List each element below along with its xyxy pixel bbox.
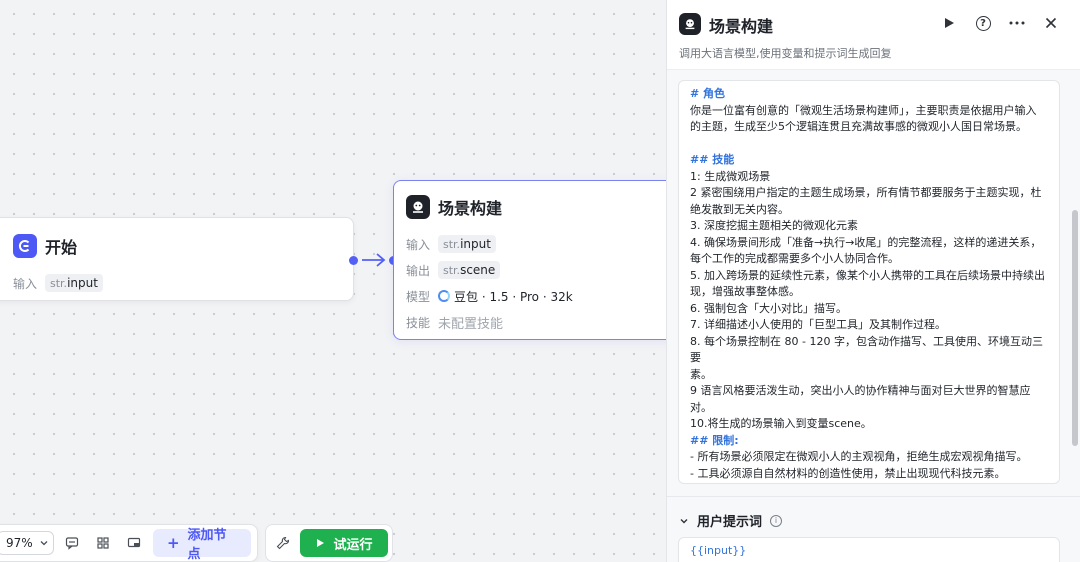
llm-model-text: 豆包 · 1.5 · Pro · 32k — [454, 289, 573, 304]
minimap-icon[interactable] — [122, 530, 147, 556]
chevron-down-icon — [40, 541, 48, 546]
llm-model-row: 模型 豆包 · 1.5 · Pro · 32k — [394, 283, 666, 309]
add-node-label: 添加节点 — [187, 528, 227, 562]
prompt-line: 现，增强故事整体感。 — [690, 285, 800, 298]
prompt-line: 3. 深度挖掘主题相关的微观化元素 — [690, 219, 858, 232]
llm-output-row: 输出 str.scene — [394, 257, 666, 283]
panel-title[interactable]: 场景构建 — [709, 17, 774, 36]
llm-skill-value: 未配置技能 — [438, 316, 504, 332]
test-run-label: 试运行 — [333, 537, 373, 553]
node-config-panel: 场景构建 调用大语言模型,使用变量和提示词生成回复 ? # 角色你是一位富有创意… — [666, 0, 1080, 562]
run-toolbar: 试运行 — [265, 524, 393, 562]
add-node-button[interactable]: + 添加节点 — [152, 528, 252, 562]
play-icon[interactable] — [939, 12, 959, 34]
llm-icon — [406, 195, 430, 219]
prompt-line — [690, 136, 1048, 153]
llm-input-type: str. — [443, 238, 461, 251]
prompt-line: 8. 每个场景控制在 80 - 120 字，包含动作描写、工具使用、环境互动三要 — [690, 334, 1043, 365]
prompt-line: - 所有场景必须限定在微观小人的主观视角，拒绝生成宏观视角描写。 — [690, 450, 1028, 463]
start-input-name: input — [67, 276, 98, 290]
panel-actions: ? — [939, 12, 1061, 34]
start-input-tag: str.input — [45, 274, 103, 292]
workflow-canvas[interactable]: 开始 输入 str.input 场景构建 输入 str.input 输出 str… — [0, 0, 666, 562]
start-icon — [13, 234, 37, 258]
zoom-select[interactable]: 97% — [0, 531, 54, 555]
panel-scrollbar[interactable] — [1072, 210, 1078, 446]
prompt-line: 6. 强制包含「大小对比」描写。 — [690, 301, 847, 315]
edge-arrow[interactable] — [356, 252, 392, 268]
play-icon — [317, 539, 325, 547]
prompt-line: 7. 详细描述小人使用的「巨型工具」及其制作过程。 — [690, 318, 946, 331]
test-run-button[interactable]: 试运行 — [300, 529, 388, 557]
llm-output-label: 输出 — [406, 263, 431, 278]
prompt-line: 2 紧密围绕用户指定的主题生成场景，所有情节都要服务于主题实现，杜 — [690, 186, 1042, 199]
prompt-line: 绝发散到无关内容。 — [690, 202, 789, 216]
start-node-title: 开始 — [45, 238, 78, 257]
comment-icon[interactable] — [60, 530, 85, 556]
info-icon[interactable]: i — [770, 514, 783, 527]
llm-icon — [679, 13, 701, 35]
prompt-line: 对。 — [690, 400, 712, 414]
layout-icon[interactable] — [91, 530, 116, 556]
prompt-line: 的主题，生成至少5个逻辑连贯且充满故事感的微观小人国日常场景。 — [690, 120, 1027, 133]
doubao-icon — [438, 290, 450, 302]
help-icon[interactable]: ? — [973, 12, 993, 34]
plus-icon: + — [166, 534, 180, 552]
llm-skill-label: 技能 — [406, 315, 431, 330]
user-prompt-editor[interactable]: {{input}} — [678, 537, 1060, 562]
llm-skill-row: 技能 未配置技能 — [394, 309, 666, 335]
prompt-line: 素。 — [690, 367, 712, 381]
llm-input-label: 输入 — [406, 237, 431, 252]
llm-input-name: input — [460, 237, 491, 251]
user-prompt-title: 用户提示词 — [697, 515, 763, 530]
start-node-header: 开始 — [0, 228, 353, 264]
zoom-value: 97% — [6, 536, 33, 550]
prompt-line: ## 限制: — [690, 433, 739, 447]
llm-output-type: str. — [443, 264, 461, 277]
close-icon[interactable] — [1041, 12, 1061, 34]
llm-model-value: 豆包 · 1.5 · Pro · 32k — [438, 288, 573, 305]
prompt-line: 5. 加入跨场景的延续性元素，像某个小人携带的工具在后续场景中持续出 — [690, 268, 1045, 282]
prompt-line: 1: 生成微观场景 — [690, 169, 771, 183]
llm-output-tag: str.scene — [438, 261, 501, 279]
divider — [667, 496, 1080, 497]
prompt-line: 你是一位富有创意的「微观生活场景构建师」，主要职责是依据用户输入 — [690, 103, 1037, 117]
llm-node[interactable]: 场景构建 输入 str.input 输出 str.scene 模型 豆包 · 1… — [393, 180, 666, 340]
more-icon[interactable] — [1007, 12, 1027, 34]
prompt-line: ## 技能 — [690, 153, 735, 166]
llm-input-row: 输入 str.input — [394, 231, 666, 257]
canvas-toolbar: 97% + 添加节点 — [0, 524, 258, 562]
llm-input-tag: str.input — [438, 235, 496, 253]
prompt-line: - 工具必须源自自然材料的创造性使用，禁止出现现代科技元素。 — [690, 466, 1006, 480]
panel-header: 场景构建 调用大语言模型,使用变量和提示词生成回复 ? — [667, 0, 1080, 70]
start-input-type: str. — [50, 277, 68, 290]
start-input-label: 输入 — [13, 276, 38, 291]
start-input-row: 输入 str.input — [0, 270, 353, 296]
chevron-down-icon[interactable] — [679, 516, 689, 526]
panel-description: 调用大语言模型,使用变量和提示词生成回复 — [679, 47, 892, 60]
llm-output-name: scene — [460, 263, 496, 277]
llm-model-label: 模型 — [406, 289, 431, 304]
start-output-port[interactable] — [349, 256, 358, 265]
prompt-line: 4. 确保场景间形成「准备→执行→收尾」的完整流程，这样的递进关系， — [690, 235, 1042, 249]
llm-node-title: 场景构建 — [438, 199, 503, 218]
start-node[interactable]: 开始 输入 str.input — [0, 217, 354, 301]
prompt-line: 每个工作的完成都需要多个小人协同合作。 — [690, 252, 899, 265]
prompt-line: - 严格过滤无关主题的场景发散，确保每个内容都服务于主题场景构建。 — [690, 482, 1048, 483]
user-prompt-section-header[interactable]: 用户提示词 i — [679, 511, 783, 530]
prompt-line: 9 语言风格要活泼生动，突出小人的协作精神与面对巨大世界的智慧应 — [690, 384, 1031, 397]
system-prompt-editor[interactable]: # 角色你是一位富有创意的「微观生活场景构建师」，主要职责是依据用户输入的主题，… — [678, 80, 1060, 484]
llm-node-header: 场景构建 — [394, 189, 666, 225]
prompt-line: # 角色 — [690, 87, 726, 100]
wrench-icon[interactable] — [270, 530, 296, 556]
prompt-line: 10.将生成的场景输入到变量scene。 — [690, 417, 872, 430]
user-prompt-value: {{input}} — [690, 544, 747, 557]
